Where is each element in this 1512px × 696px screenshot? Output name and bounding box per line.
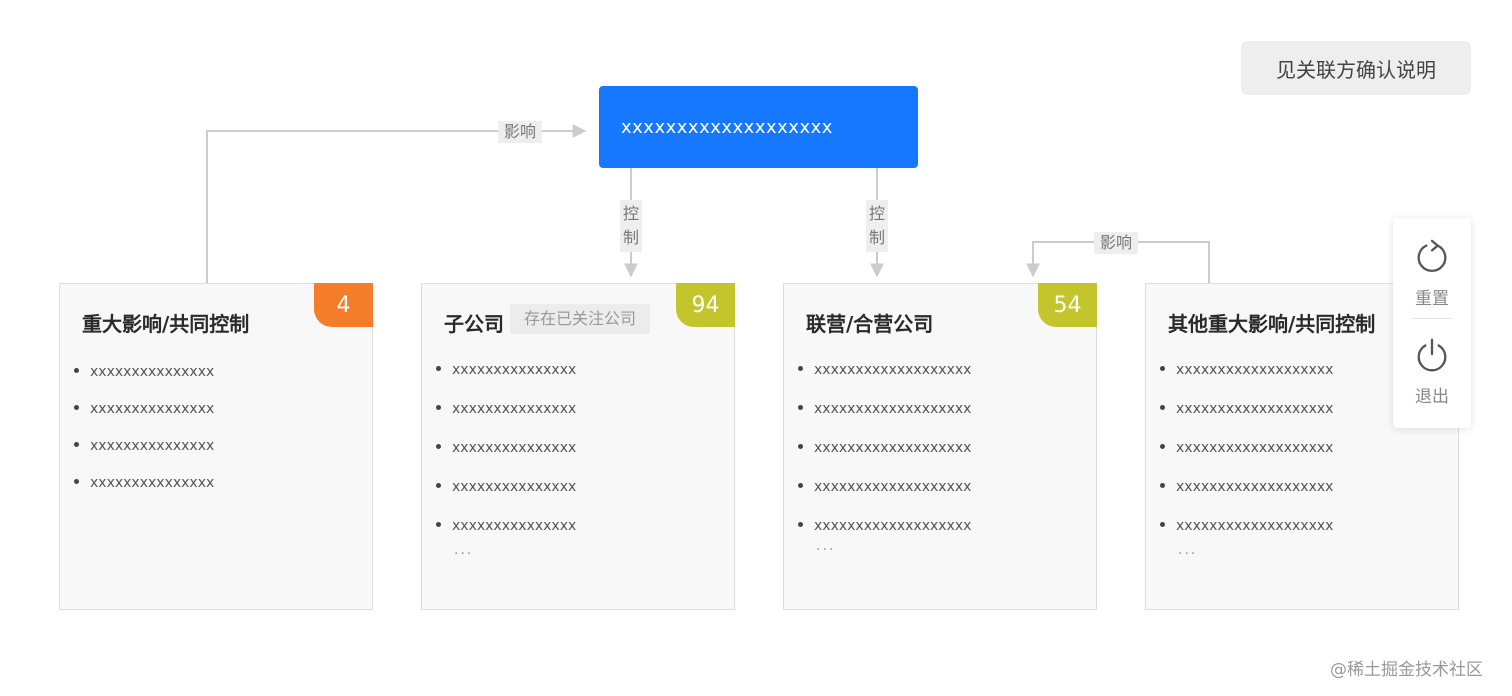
reset-label: 重置	[1415, 289, 1449, 309]
count-badge: 54	[1038, 283, 1097, 327]
side-toolbar: 重置 退出	[1393, 218, 1471, 428]
list-item[interactable]: xxxxxxxxxxxxxxx	[74, 473, 214, 510]
more-indicator[interactable]: ···	[1178, 546, 1198, 562]
list-item[interactable]: xxxxxxxxxxxxxxxxxxx	[1160, 360, 1333, 399]
edge-influence-top	[206, 124, 587, 283]
card-title: 子公司	[444, 312, 504, 336]
card-title: 其他重大影响/共同控制	[1168, 312, 1376, 336]
power-icon	[1417, 338, 1447, 372]
reset-button[interactable]: 重置	[1393, 218, 1471, 318]
list-item[interactable]: xxxxxxxxxxxxxxxxxxx	[798, 399, 971, 438]
more-indicator[interactable]: ···	[454, 546, 474, 562]
list-item[interactable]: xxxxxxxxxxxxxxxxxxx	[1160, 438, 1333, 477]
refresh-icon	[1417, 239, 1447, 273]
card-significant-influence[interactable]: 重大影响/共同控制 4 xxxxxxxxxxxxxxx xxxxxxxxxxxx…	[59, 283, 373, 610]
list-item[interactable]: xxxxxxxxxxxxxxxxxxx	[798, 438, 971, 477]
list-item[interactable]: xxxxxxxxxxxxxxx	[436, 360, 576, 399]
company-list: xxxxxxxxxxxxxxxxxxx xxxxxxxxxxxxxxxxxxx …	[1160, 360, 1333, 555]
related-party-explanation-button[interactable]: 见关联方确认说明	[1241, 41, 1471, 95]
list-item[interactable]: xxxxxxxxxxxxxxx	[436, 477, 576, 516]
list-item[interactable]: xxxxxxxxxxxxxxxxxxx	[1160, 477, 1333, 516]
card-associate-joint-venture[interactable]: 联营/合营公司 54 xxxxxxxxxxxxxxxxxxx xxxxxxxxx…	[783, 283, 1097, 610]
list-item[interactable]: xxxxxxxxxxxxxxxxxxx	[1160, 516, 1333, 555]
list-item[interactable]: xxxxxxxxxxxxxxxxxxx	[798, 516, 971, 555]
company-list: xxxxxxxxxxxxxxx xxxxxxxxxxxxxxx xxxxxxxx…	[74, 362, 214, 510]
card-title: 联营/合营公司	[806, 312, 934, 336]
watermark: @稀土掘金技术社区	[1330, 660, 1483, 680]
exit-label: 退出	[1415, 387, 1449, 407]
center-company-node[interactable]: xxxxxxxxxxxxxxxxxxx	[599, 86, 918, 168]
list-item[interactable]: xxxxxxxxxxxxxxx	[436, 399, 576, 438]
list-item[interactable]: xxxxxxxxxxxxxxx	[74, 436, 214, 473]
list-item[interactable]: xxxxxxxxxxxxxxx	[74, 399, 214, 436]
count-badge: 94	[676, 283, 735, 327]
followed-company-tag: 存在已关注公司	[510, 304, 651, 334]
card-title: 重大影响/共同控制	[82, 312, 250, 336]
card-subsidiary[interactable]: 子公司 存在已关注公司 94 xxxxxxxxxxxxxxx xxxxxxxxx…	[421, 283, 735, 610]
company-list: xxxxxxxxxxxxxxxxxxx xxxxxxxxxxxxxxxxxxx …	[798, 360, 971, 555]
list-item[interactable]: xxxxxxxxxxxxxxx	[436, 438, 576, 477]
company-list: xxxxxxxxxxxxxxx xxxxxxxxxxxxxxx xxxxxxxx…	[436, 360, 576, 555]
count-badge: 4	[314, 283, 373, 327]
list-item[interactable]: xxxxxxxxxxxxxxxxxxx	[1160, 399, 1333, 438]
toolbar-divider	[1412, 318, 1452, 319]
list-item[interactable]: xxxxxxxxxxxxxxx	[436, 516, 576, 555]
edge-label-control-left: 控制	[620, 200, 642, 252]
more-indicator[interactable]: ···	[816, 542, 836, 558]
list-item[interactable]: xxxxxxxxxxxxxxx	[74, 362, 214, 399]
edge-label-influence-top: 影响	[498, 121, 543, 143]
edge-label-control-right: 控制	[866, 200, 888, 252]
exit-button[interactable]: 退出	[1393, 318, 1471, 418]
edge-label-influence-right: 影响	[1094, 232, 1139, 254]
list-item[interactable]: xxxxxxxxxxxxxxxxxxx	[798, 360, 971, 399]
list-item[interactable]: xxxxxxxxxxxxxxxxxxx	[798, 477, 971, 516]
